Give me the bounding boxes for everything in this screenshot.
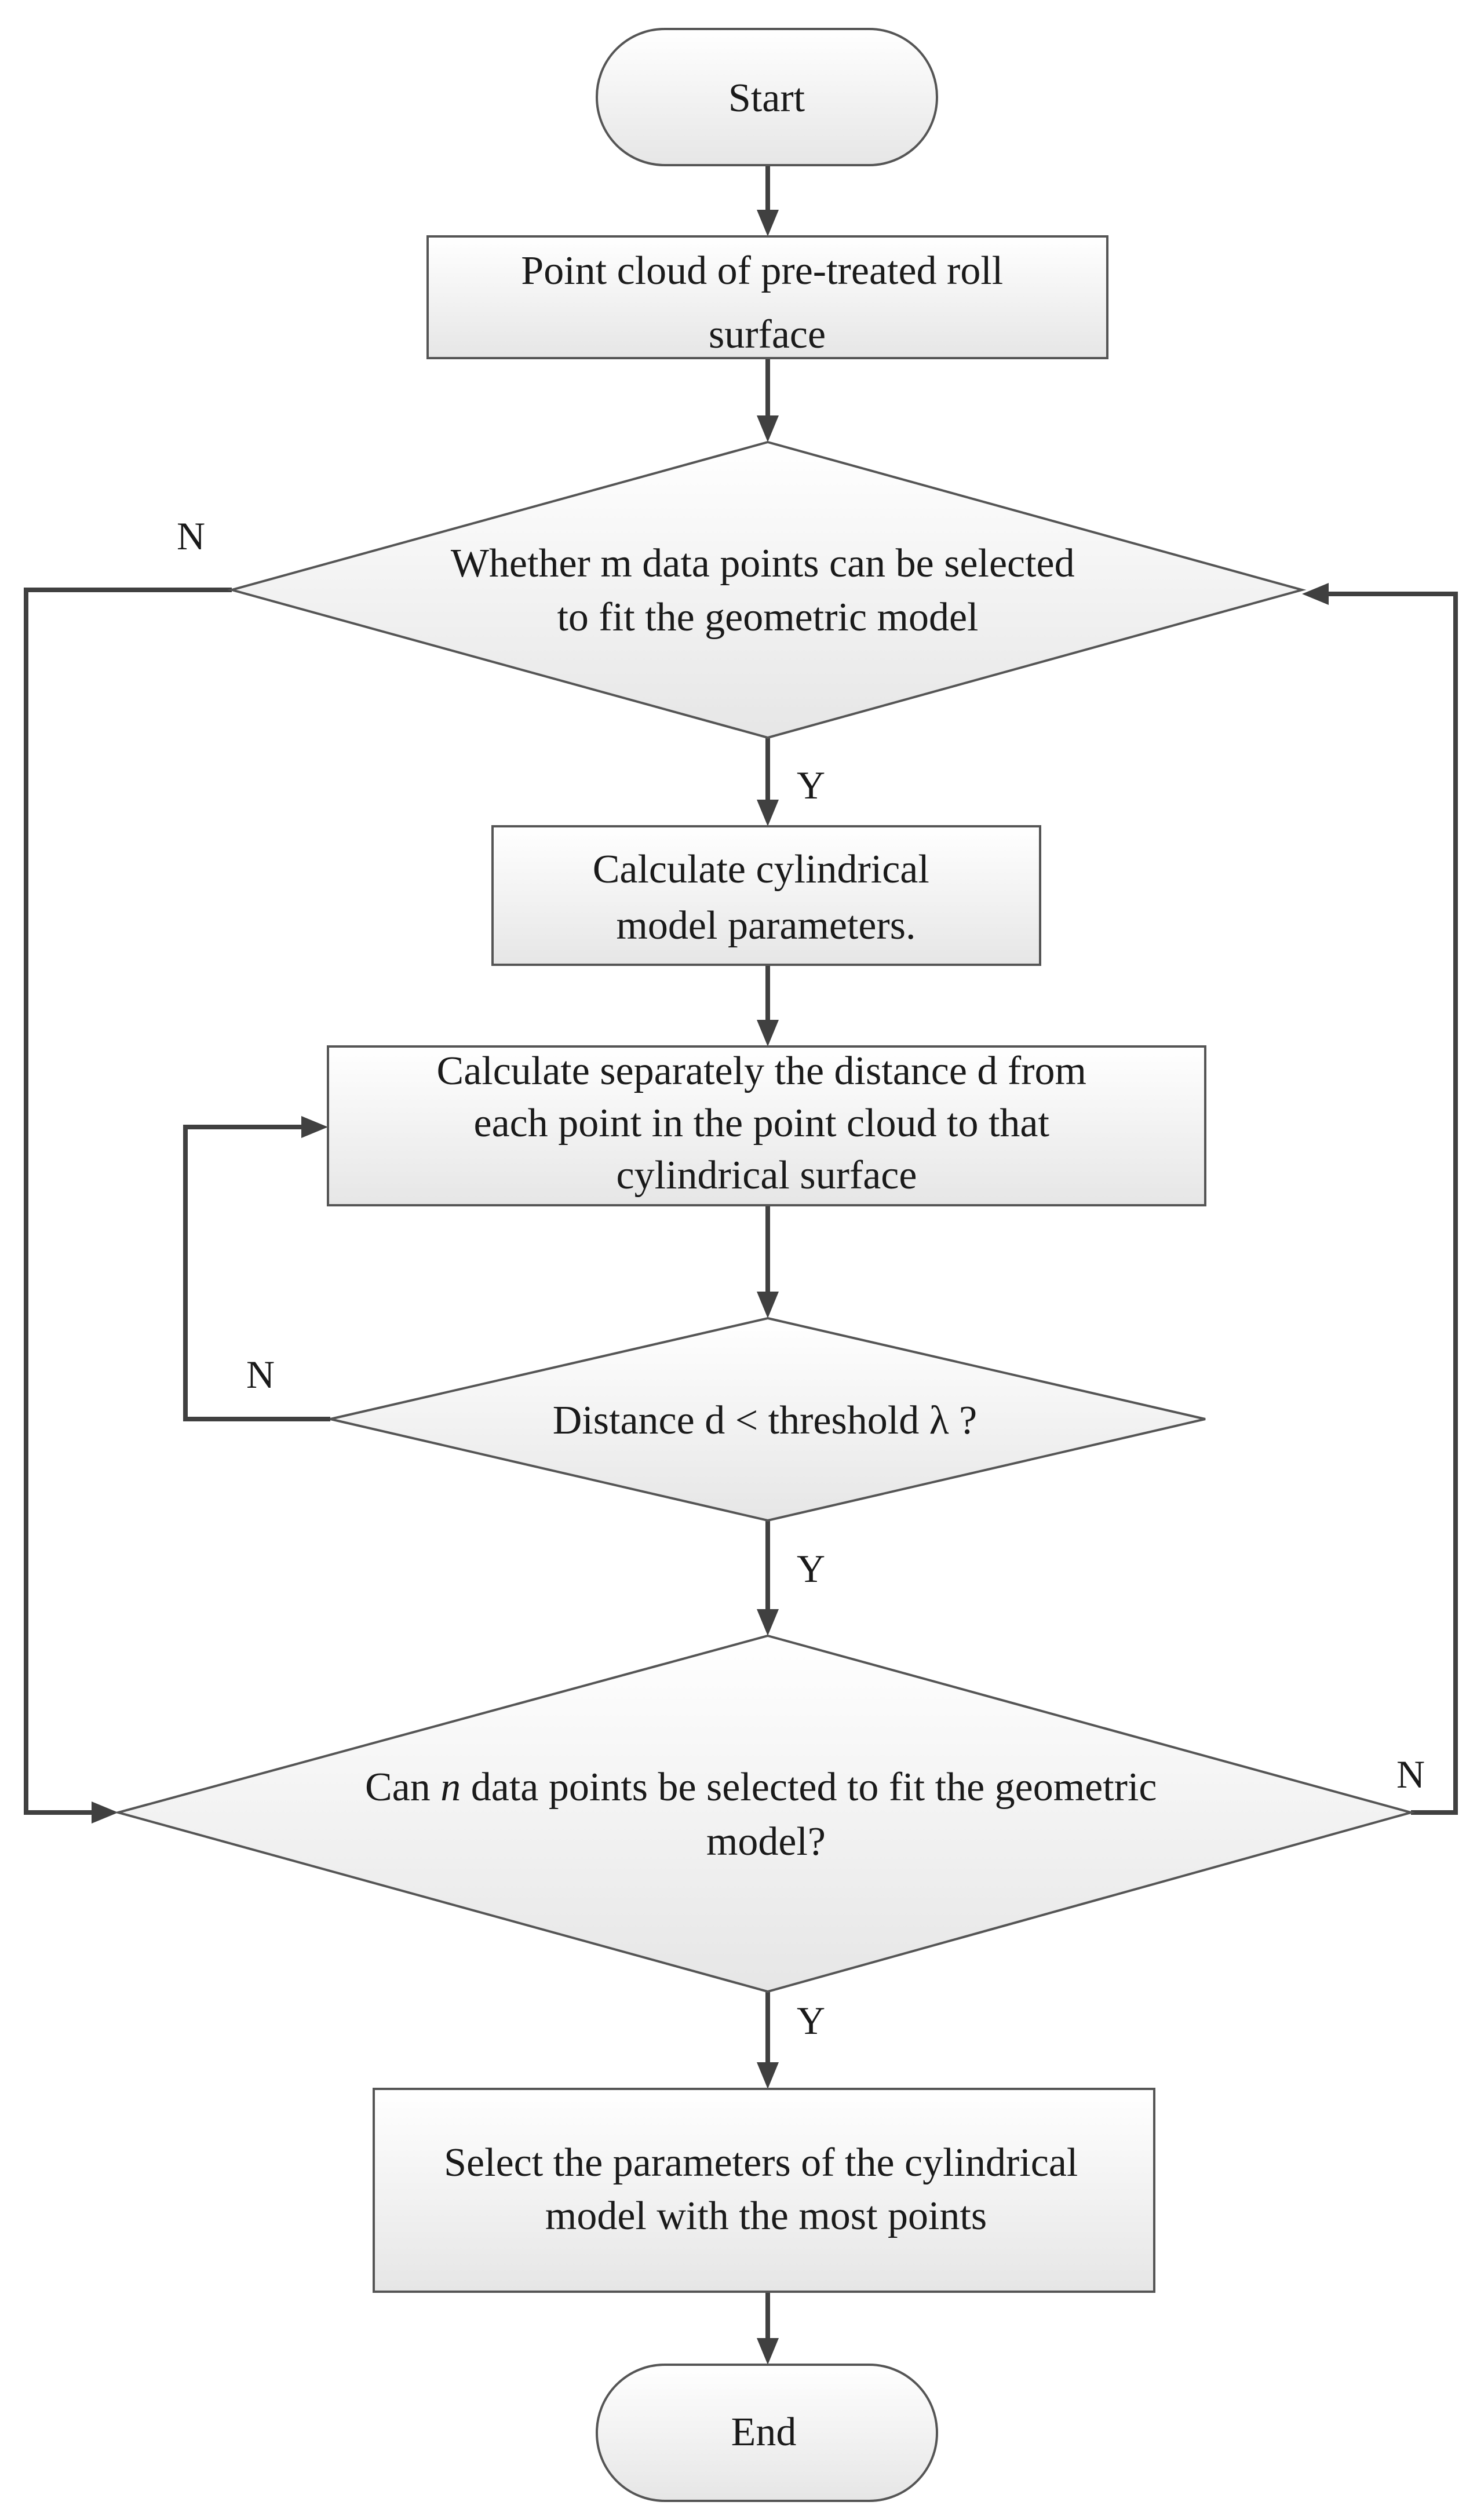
decision-select-n-points-text: Can n data points be selected to fit the… [365,1765,1167,1864]
pointcloud-process-line-1: Point cloud of pre-treated roll [521,249,1003,293]
pointcloud-process-text: Point cloud of pre-treated roll surface [521,249,1013,357]
pointcloud-process: Point cloud of pre-treated roll surface [426,235,1108,359]
pointcloud-process-line-2: surface [709,312,826,357]
arrowhead [757,800,779,826]
calc-cylinder-params-shape [491,825,1041,966]
select-best-params-line-1: Select the parameters of the cylindrical [444,2140,1078,2185]
arrowhead [757,210,779,236]
calc-cylinder-params-process: Calculate cylindrical model parameters. [491,825,1041,966]
arrowhead [757,2338,779,2365]
calc-distance-line-1: Calculate separately the distance d from [437,1049,1086,1093]
arrowhead [757,415,779,442]
select-n-yes-label: Y [797,1999,825,2043]
decision-select-m-points: Whether m data points can be selected to… [227,440,1307,739]
distance-yes-label: Y [797,1547,825,1591]
edge-decision-threshold-no-to-calc-distance [183,1125,330,1421]
calc-distance-line-3: cylindrical surface [617,1153,917,1198]
branch-labels: N Y N Y N Y [177,514,1425,2043]
arrowhead [757,1609,779,1636]
end-terminal-shape [596,2364,938,2502]
edge-decision-m-no-to-decision-n [24,588,232,1815]
arrowhead [1302,583,1329,605]
calc-cylinder-params-text: Calculate cylindrical model parameters. [593,847,940,948]
decision-distance-threshold-text: Distance d < threshold λ ? [553,1398,977,1443]
select-best-params-process: Select the parameters of the cylindrical… [373,2088,1155,2293]
decision-select-n-points: Can n data points be selected to fit the… [114,1634,1416,1993]
arrowhead [92,1801,118,1824]
end-label: End [731,2410,797,2455]
start-terminal-shape [596,28,938,166]
select-n-no-label: N [1396,1752,1425,1796]
decision-distance-threshold-shape [330,1316,1206,1522]
decision-select-m-points-shape [227,440,1307,739]
calc-cylinder-params-line-1: Calculate cylindrical [593,847,929,892]
decision-select-n-points-variable: n [440,1765,461,1810]
decision-select-m-points-line-1: Whether m data points can be selected [451,541,1075,586]
end-terminal: End [596,2364,938,2502]
calc-distance-process: Calculate separately the distance d from… [327,1045,1206,1206]
calc-distance-line-2: each point in the point cloud to that [474,1101,1050,1146]
decision-select-n-points-shape [114,1634,1416,1993]
arrowhead [757,2062,779,2089]
decision-select-n-points-line-1-prefix: Can [365,1765,440,1810]
arrowhead [301,1116,328,1138]
arrowhead [757,1020,779,1046]
distance-no-label: N [246,1352,275,1396]
start-terminal: Start [596,28,938,166]
select-best-params-shape [373,2088,1155,2293]
calc-distance-text: Calculate separately the distance d from… [437,1049,1097,1198]
decision-select-m-points-line-2: to fit the geometric model [557,595,978,640]
decision-distance-threshold: Distance d < threshold λ ? [330,1316,1206,1522]
select-m-yes-label: Y [797,763,825,807]
edge-decision-n-no-to-decision-m [1329,592,1458,1815]
calc-distance-shape [327,1045,1206,1206]
arrowhead [757,1292,779,1318]
connectors [24,165,1458,2365]
calc-cylinder-params-line-2: model parameters. [616,903,916,948]
start-label: Start [728,76,805,121]
select-m-no-label: N [177,514,205,558]
decision-select-n-points-line-1-suffix: data points be selected to fit the geome… [461,1765,1157,1810]
select-best-params-text: Select the parameters of the cylindrical… [444,2140,1088,2238]
pointcloud-process-shape [426,235,1108,359]
select-best-params-line-2: model with the most points [545,2194,987,2238]
decision-select-n-points-line-2: model? [706,1819,826,1864]
decision-select-m-points-text: Whether m data points can be selected to… [451,541,1085,640]
